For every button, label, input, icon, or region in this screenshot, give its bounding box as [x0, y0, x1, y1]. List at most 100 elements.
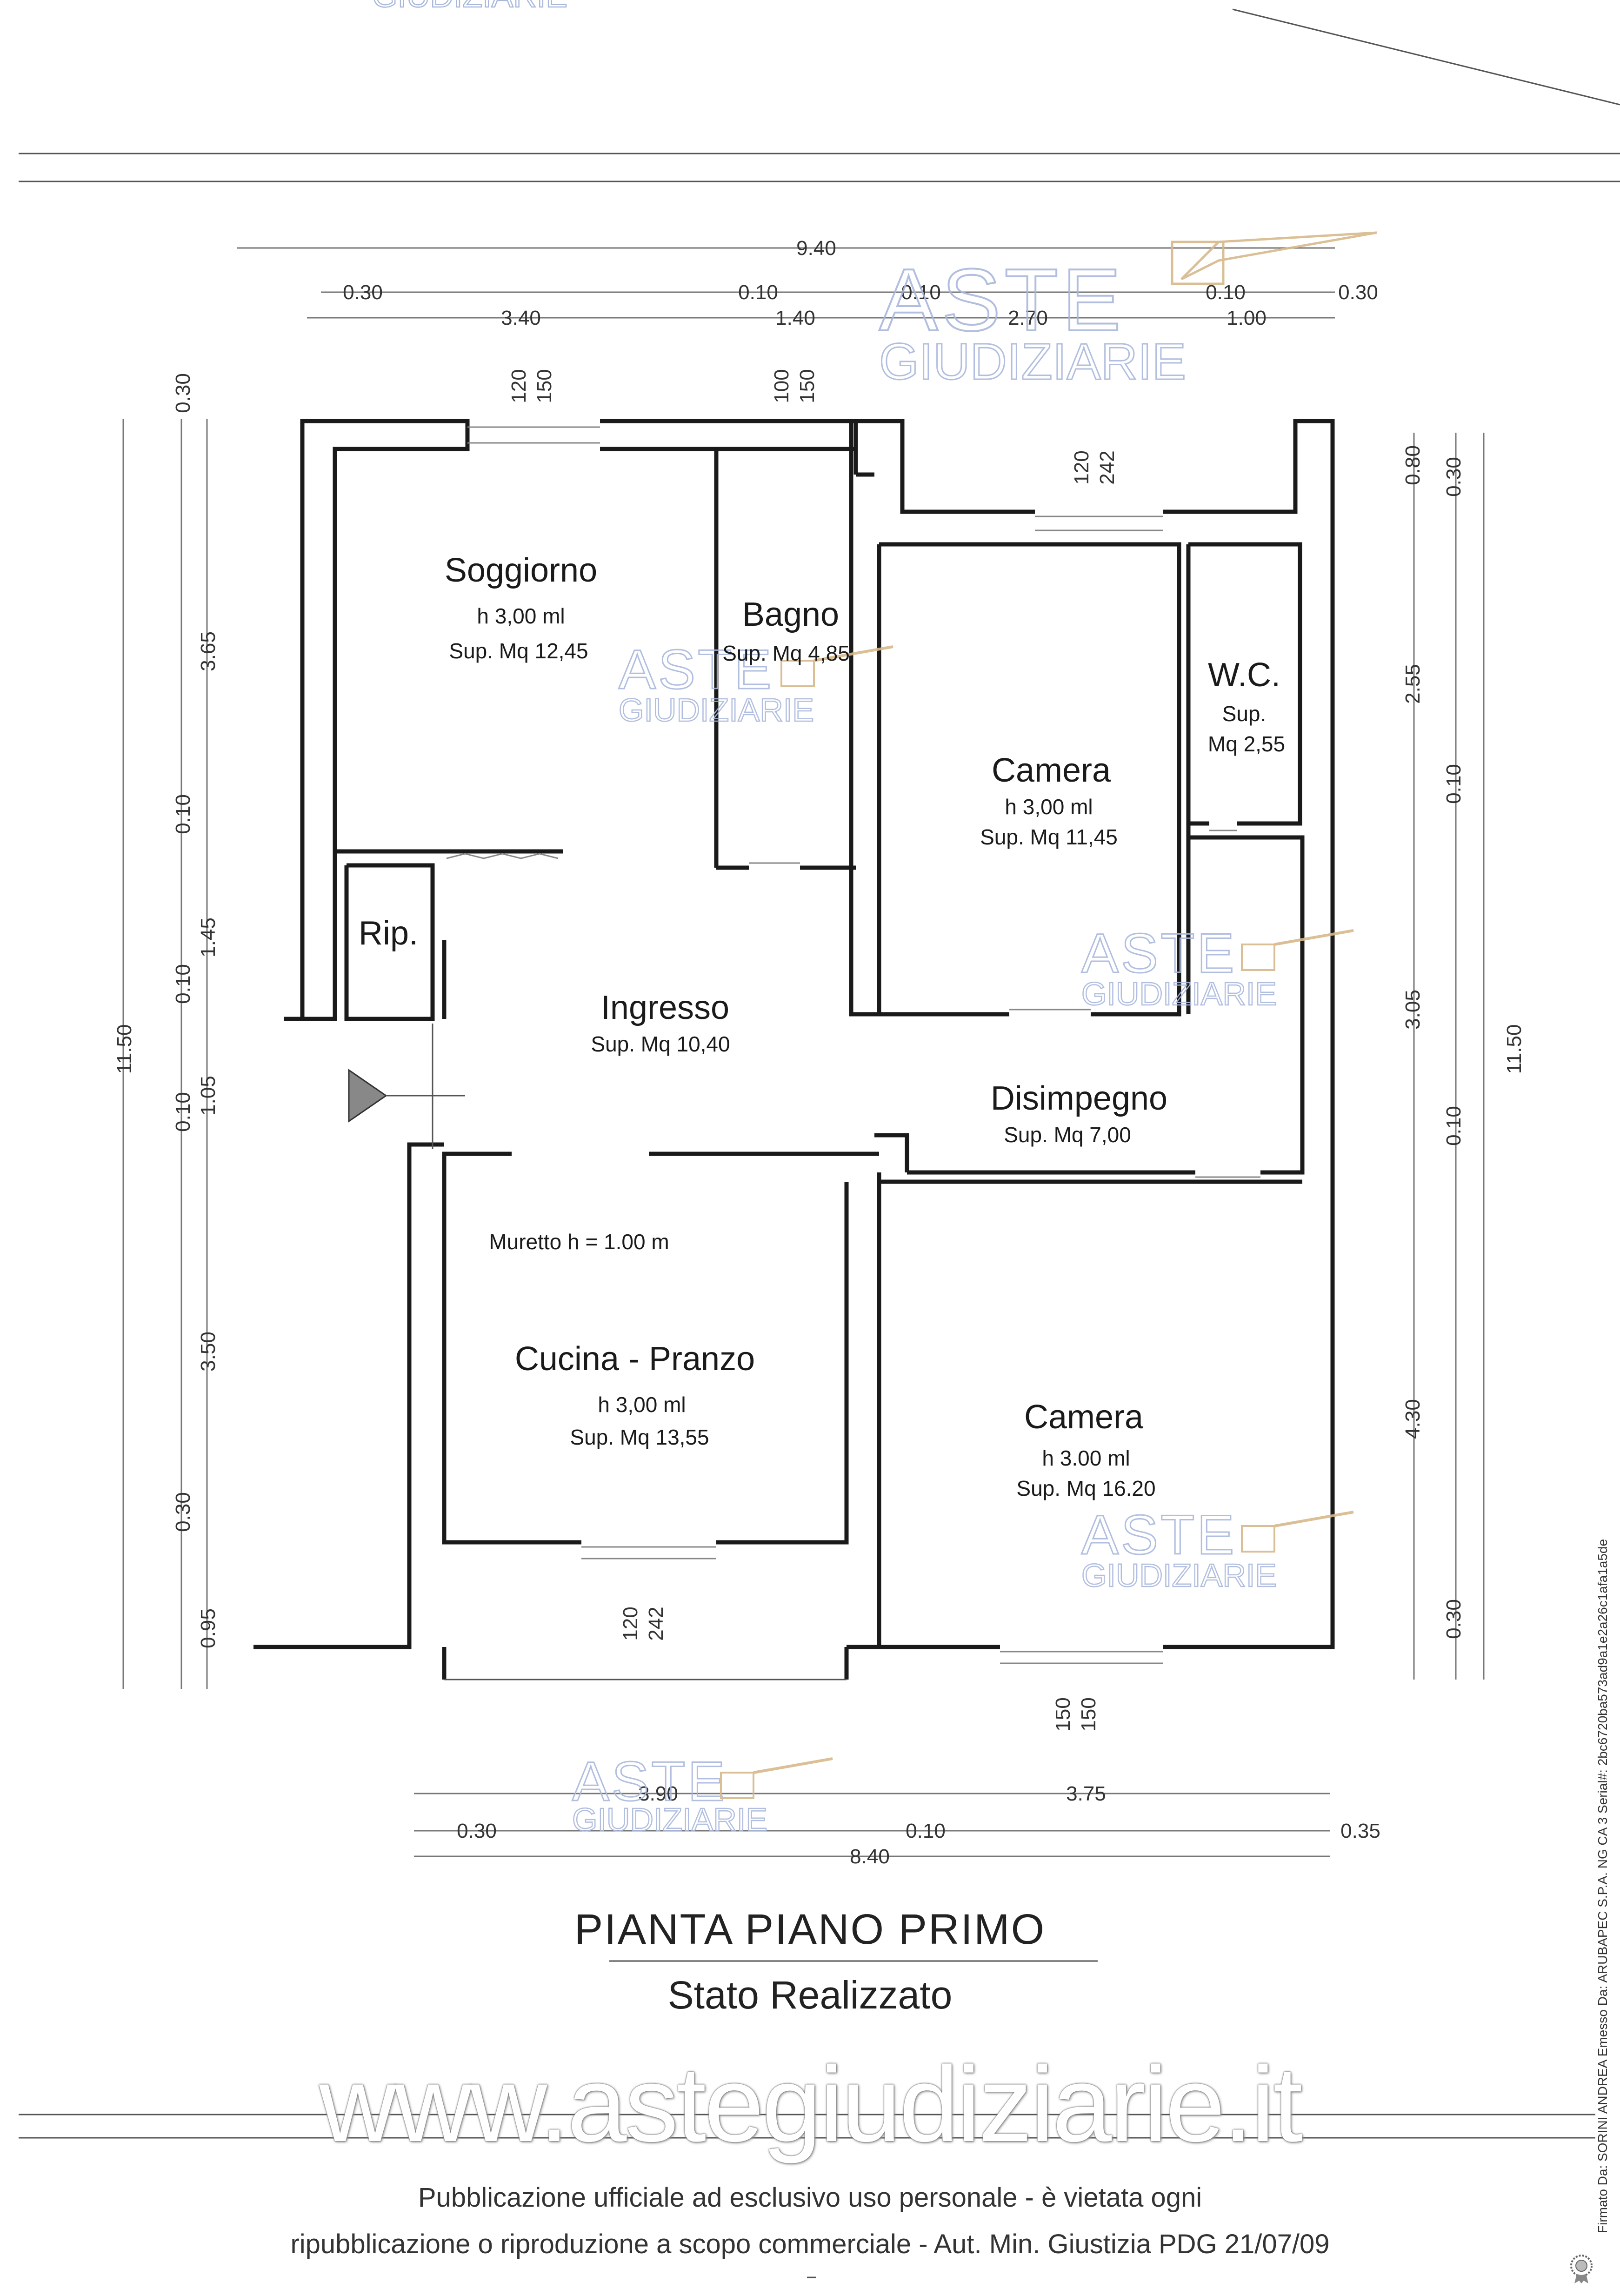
- dim-left-6: 0.10: [172, 1092, 194, 1132]
- room-camera-2: Camera h 3.00 ml Sup. Mq 16.20: [1016, 1399, 1155, 1500]
- svg-text:Rip.: Rip.: [359, 915, 418, 952]
- svg-text:GIUDIZIARIE: GIUDIZIARIE: [879, 333, 1186, 390]
- dim-right-7: 0.30: [1442, 1599, 1465, 1639]
- dim-left-9: 0.95: [197, 1608, 220, 1648]
- win-camera-bottom-1: 150: [1077, 1697, 1100, 1731]
- svg-text:h 3,00 ml: h 3,00 ml: [1005, 795, 1093, 819]
- svg-text:Muretto h = 1.00 m: Muretto h = 1.00 m: [489, 1230, 669, 1254]
- dim-top-8: 0.30: [1338, 281, 1378, 304]
- win-bagno-0: 100: [770, 369, 793, 403]
- svg-text:Sup.: Sup.: [1222, 702, 1267, 726]
- right-dimension-labels: 11.50 0.80 0.30 2.55 0.10 3.05 0.10 4.30…: [1401, 445, 1526, 1639]
- dim-left-7: 3.50: [197, 1332, 220, 1372]
- svg-text:Camera: Camera: [1024, 1399, 1144, 1436]
- dim-top-7: 1.00: [1227, 307, 1267, 329]
- dim-top-0: 0.30: [343, 281, 383, 304]
- svg-text:Sup. Mq 10,40: Sup. Mq 10,40: [591, 1032, 730, 1056]
- dim-bottom-0: 3.90: [638, 1782, 678, 1805]
- dim-top-2: 0.10: [738, 281, 778, 304]
- dim-left-1: 3.65: [197, 631, 220, 671]
- dim-right-1: 0.30: [1442, 457, 1465, 497]
- dim-top-4: 0.10: [901, 281, 941, 304]
- svg-text:Cucina - Pranzo: Cucina - Pranzo: [515, 1340, 755, 1378]
- svg-text:Camera: Camera: [992, 752, 1111, 789]
- top-dimension-labels: 9.40 0.30 3.40 0.10 1.40 0.10 2.70 0.10 …: [343, 237, 1378, 329]
- dim-bottom-off-0: 0.30: [457, 1820, 497, 1842]
- bottom-dimension-labels: 3.90 3.75 0.30 0.10 0.35 8.40: [457, 1782, 1380, 1868]
- room-disimpegno: Disimpegno Sup. Mq 7,00: [991, 1080, 1167, 1147]
- dim-right-total: 11.50: [1503, 1024, 1526, 1074]
- dim-left-2: 0.10: [172, 794, 194, 834]
- entrance-arrow-icon: [348, 1024, 465, 1149]
- dim-right-4: 3.05: [1401, 990, 1424, 1030]
- svg-text:Ingresso: Ingresso: [601, 989, 729, 1026]
- room-wc: W.C. Sup. Mq 2,55: [1208, 656, 1285, 756]
- room-rip: Rip.: [359, 915, 418, 952]
- left-dimension-lines: [122, 419, 208, 1689]
- room-camera-1: Camera h 3,00 ml Sup. Mq 11,45: [980, 752, 1118, 849]
- left-dimension-labels: 11.50 0.30 3.65 0.10 1.45 0.10 1.05 0.10…: [113, 373, 220, 1648]
- website-watermark: www.astegiudiziarie.it: [319, 2044, 1303, 2164]
- watermark-mid-2: ASTE GIUDIZIARIE: [1081, 922, 1354, 1012]
- dim-right-6: 4.30: [1401, 1399, 1424, 1439]
- plan-title: PIANTA PIANO PRIMO: [574, 1906, 1046, 1953]
- walls: [253, 419, 1335, 1680]
- win-bagno-1: 150: [796, 369, 819, 403]
- win-cucina-0: 120: [619, 1607, 642, 1640]
- svg-text:h 3,00 ml: h 3,00 ml: [477, 604, 565, 628]
- svg-text:GIUDIZIARIE: GIUDIZIARIE: [619, 692, 814, 728]
- win-soggiorno-0: 120: [507, 369, 530, 403]
- dim-bottom-off-1: 0.10: [906, 1820, 946, 1842]
- dim-right-2: 2.55: [1401, 664, 1424, 704]
- dim-top-1: 3.40: [501, 307, 541, 329]
- svg-text:Disimpegno: Disimpegno: [991, 1080, 1167, 1117]
- dim-left-4: 0.10: [172, 964, 194, 1004]
- watermark-top-partial: GIUDIZIARIE: [372, 0, 567, 14]
- window-dimension-labels: 120 150 100 150 120 242 120 242 150 150: [507, 369, 1119, 1731]
- dim-left-5: 1.05: [197, 1076, 220, 1116]
- footer-line-1: Pubblicazione ufficiale ad esclusivo uso…: [418, 2182, 1202, 2213]
- top-dimension-lines: [237, 247, 1335, 319]
- watermark-mid-3: ASTE GIUDIZIARIE: [1081, 1503, 1354, 1594]
- dim-right-5: 0.10: [1442, 1106, 1465, 1146]
- svg-text:GIUDIZIARIE: GIUDIZIARIE: [1081, 1557, 1277, 1593]
- dim-left-8: 0.30: [172, 1492, 194, 1532]
- svg-text:ASTE: ASTE: [1081, 1504, 1236, 1566]
- win-camera-top-0: 120: [1070, 450, 1093, 484]
- room-ingresso: Ingresso Sup. Mq 10,40: [591, 989, 730, 1056]
- svg-text:GIUDIZIARIE: GIUDIZIARIE: [1081, 976, 1277, 1012]
- dim-right-0: 0.80: [1401, 445, 1424, 485]
- svg-text:Mq 2,55: Mq 2,55: [1208, 732, 1285, 756]
- digital-signature: Firmato Da: SORINI ANDREA Emesso Da: ARU…: [1595, 1539, 1610, 2233]
- watermark-mid-1: ASTE GIUDIZIARIE: [618, 638, 893, 729]
- dim-bottom-total: 8.40: [850, 1845, 890, 1868]
- svg-text:h 3.00 ml: h 3.00 ml: [1042, 1446, 1130, 1470]
- watermark-main: ASTE GIUDIZIARIE: [878, 231, 1377, 391]
- svg-text:ASTE: ASTE: [572, 1750, 727, 1813]
- dim-right-3: 0.10: [1442, 764, 1465, 804]
- muretto-label: Muretto h = 1.00 m: [489, 1230, 669, 1254]
- dim-top-3: 1.40: [775, 307, 815, 329]
- svg-text:ASTE: ASTE: [879, 251, 1125, 349]
- win-camera-top-1: 242: [1096, 450, 1119, 484]
- windows: [446, 426, 1260, 1664]
- room-soggiorno: Soggiorno h 3,00 ml Sup. Mq 12,45: [445, 552, 597, 663]
- svg-text:Sup. Mq 16.20: Sup. Mq 16.20: [1016, 1476, 1155, 1500]
- dim-left-3: 1.45: [197, 917, 220, 957]
- page-rules: [19, 8, 1620, 2139]
- dim-left-total: 11.50: [113, 1024, 136, 1074]
- dim-bottom-off-2: 0.35: [1340, 1820, 1380, 1842]
- svg-text:W.C.: W.C.: [1208, 656, 1280, 694]
- watermark-bottom: ASTE GIUDIZIARIE: [572, 1750, 833, 1838]
- dim-left-0: 0.30: [172, 373, 194, 413]
- svg-text:Sup. Mq 11,45: Sup. Mq 11,45: [980, 825, 1118, 849]
- svg-text:Sup. Mq 12,45: Sup. Mq 12,45: [449, 639, 588, 663]
- win-soggiorno-1: 150: [533, 369, 556, 403]
- svg-text:ASTE: ASTE: [1081, 922, 1236, 984]
- win-cucina-1: 242: [645, 1607, 667, 1640]
- svg-text:ASTE: ASTE: [619, 638, 773, 701]
- signature-seal-icon: [1570, 2255, 1593, 2283]
- svg-text:Soggiorno: Soggiorno: [445, 552, 597, 589]
- dim-top-5: 2.70: [1008, 307, 1048, 329]
- svg-text:Sup. Mq 4,85: Sup. Mq 4,85: [722, 641, 850, 665]
